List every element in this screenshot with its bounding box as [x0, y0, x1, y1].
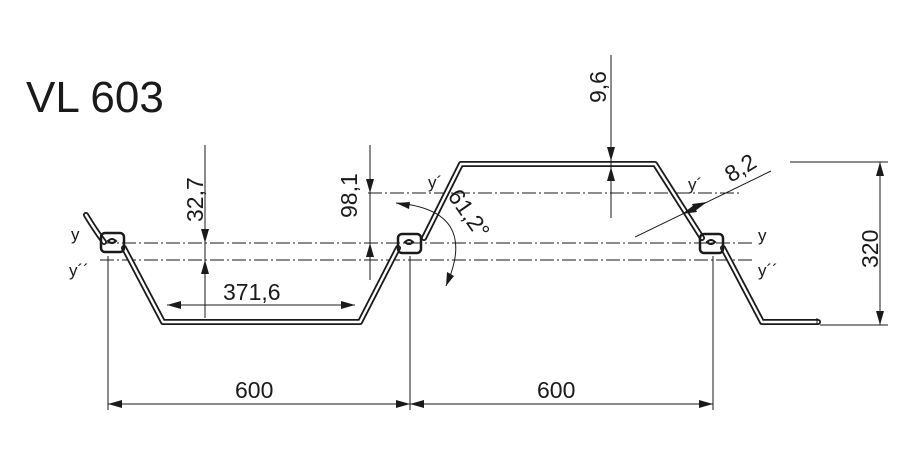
axis-offset-dimension [366, 145, 374, 280]
axis-label-y-right: y [758, 226, 767, 245]
pan-width-label: 371,6 [223, 279, 281, 305]
height-dimension [790, 161, 888, 326]
axis-label-y-double-prime-left: y´´ [69, 261, 89, 280]
pan-depth-label: 32,7 [182, 177, 208, 222]
pan-width-dimension [167, 301, 355, 309]
axis-label-y-double-prime-right: y´´ [758, 261, 778, 280]
web-thickness-dimension [634, 170, 772, 238]
pitch-dimensions [107, 256, 714, 410]
height-label: 320 [857, 230, 883, 268]
axis-label-y-prime-right: y´ [688, 175, 702, 194]
web-thickness-label: 8,2 [720, 148, 761, 187]
interlock-middle [396, 232, 423, 255]
interlock-right [698, 232, 725, 255]
pitch-left-label: 600 [235, 377, 273, 403]
pan-depth-dimension [201, 145, 209, 318]
interlock-left [99, 231, 126, 254]
axis-label-y-prime-left: y´ [428, 173, 442, 192]
pitch-right-label: 600 [537, 377, 575, 403]
sheet-pile-profile [83, 161, 821, 325]
web-angle-dimension [395, 202, 457, 287]
axis-offset-label: 98,1 [336, 173, 362, 218]
axis-label-y-left: y [71, 225, 80, 244]
profile-title: VL 603 [26, 73, 164, 122]
flange-thickness-label: 9,6 [585, 71, 611, 103]
flange-thickness-dimension [607, 55, 615, 218]
